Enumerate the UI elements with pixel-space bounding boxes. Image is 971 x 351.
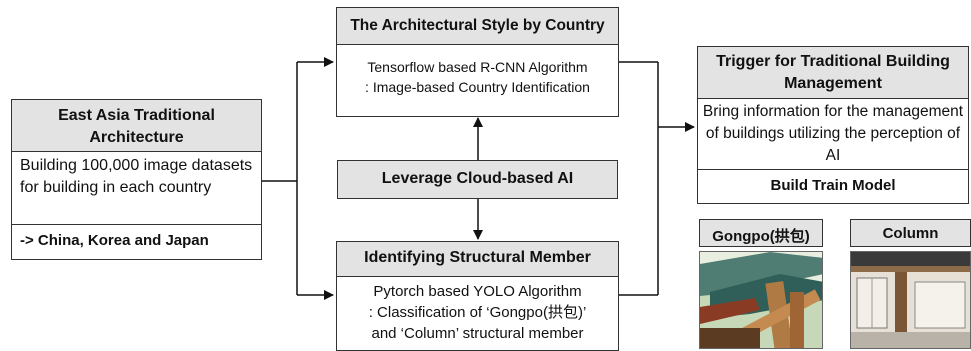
bottom-center-box-line3: and ‘Column’ structural member bbox=[371, 325, 584, 342]
gongpo-panel: Gongpo(拱包) bbox=[699, 219, 823, 349]
right-box: Trigger for Traditional Building Managem… bbox=[697, 46, 969, 204]
gongpo-label: Gongpo(拱包) bbox=[699, 219, 823, 247]
top-center-box-title: The Architectural Style by Country bbox=[337, 8, 618, 45]
column-image bbox=[851, 252, 970, 348]
bottom-center-box: Identifying Structural Member Pytorch ba… bbox=[336, 241, 619, 351]
left-box: East Asia Traditional Architecture Build… bbox=[11, 99, 262, 260]
gongpo-image bbox=[700, 252, 822, 348]
bottom-center-box-line1: Pytorch based YOLO Algorithm bbox=[373, 283, 582, 300]
top-center-box: The Architectural Style by Country Tenso… bbox=[336, 7, 619, 117]
column-panel: Column bbox=[850, 219, 971, 349]
bottom-center-box-title: Identifying Structural Member bbox=[337, 242, 618, 277]
right-box-body: Bring information for the management of … bbox=[702, 103, 964, 164]
top-center-box-line1: Tensorflow based R-CNN Algorithm bbox=[367, 59, 588, 75]
middle-box-title: Leverage Cloud-based AI bbox=[381, 170, 574, 187]
top-center-box-line2: : Image-based Country Identification bbox=[365, 79, 590, 95]
middle-box: Leverage Cloud-based AI bbox=[337, 160, 618, 199]
gongpo-photo bbox=[699, 251, 823, 349]
bottom-center-box-line2: : Classification of ‘Gongpo(拱包)’ bbox=[368, 304, 587, 321]
right-box-footer: Build Train Model bbox=[698, 169, 968, 203]
right-box-title: Trigger for Traditional Building Managem… bbox=[698, 47, 968, 99]
left-box-title: East Asia Traditional Architecture bbox=[12, 100, 261, 152]
column-label: Column bbox=[850, 219, 971, 247]
left-box-body: Building 100,000 image datasets for buil… bbox=[20, 157, 253, 196]
column-photo bbox=[850, 251, 971, 349]
left-box-footer: -> China, Korea and Japan bbox=[12, 224, 261, 259]
